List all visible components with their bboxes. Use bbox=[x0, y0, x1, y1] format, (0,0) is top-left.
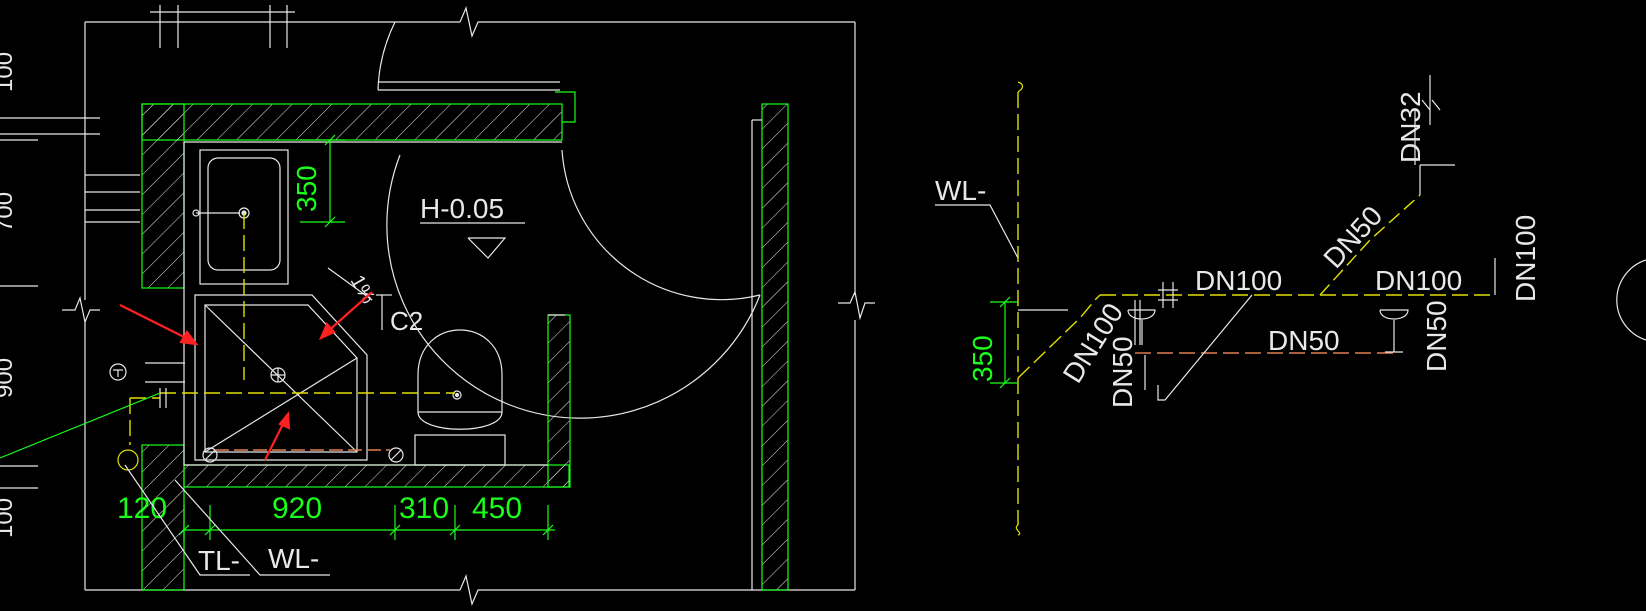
slope-label: 1% bbox=[346, 272, 380, 308]
elevation-label: H-0.05 bbox=[420, 193, 504, 224]
label-dn100-vert: DN100 bbox=[1510, 215, 1541, 302]
plan-dim-450: 450 bbox=[472, 492, 522, 525]
toilet bbox=[414, 329, 506, 466]
drain-diag-dn50 bbox=[1319, 194, 1421, 296]
hatched-walls bbox=[141, 91, 789, 591]
plan-dim-920: 920 bbox=[272, 492, 322, 525]
drain-branch-dn100 bbox=[1017, 294, 1490, 379]
sys-dim-350-lines bbox=[990, 296, 1018, 389]
outer-walls bbox=[0, 5, 875, 606]
plan-dim-350-lines bbox=[300, 134, 345, 228]
tag-leaders bbox=[124, 464, 330, 576]
label-dn50-left: DN50 bbox=[1107, 336, 1138, 408]
pipe-mark bbox=[376, 294, 392, 330]
plan-dim-310: 310 bbox=[399, 492, 449, 525]
left-dim-100-bottom: 100 bbox=[0, 498, 18, 538]
pipe-label: C2 bbox=[390, 306, 423, 336]
red-arrows bbox=[119, 291, 373, 461]
left-dim-900: 900 bbox=[0, 358, 18, 398]
edge-arc bbox=[1616, 259, 1646, 341]
label-dn100-b: DN100 bbox=[1375, 265, 1462, 296]
label-dn32: DN32 bbox=[1395, 91, 1426, 163]
shower-tray bbox=[194, 294, 404, 463]
label-dn50-diag: DN50 bbox=[1317, 200, 1388, 274]
left-dim-700: 700 bbox=[0, 192, 18, 232]
sys-dim-350: 350 bbox=[967, 335, 998, 382]
leader-line bbox=[0, 392, 161, 459]
riser-tag: WL- bbox=[935, 175, 986, 206]
plan-dim-chain-lines bbox=[178, 505, 555, 540]
plan-dim-120: 120 bbox=[117, 492, 167, 525]
elevation-marker bbox=[420, 222, 525, 259]
label-dn100-a: DN100 bbox=[1195, 265, 1282, 296]
riser-pipe bbox=[1015, 81, 1024, 536]
plan-dim-350: 350 bbox=[291, 165, 322, 212]
riser-symbols bbox=[109, 362, 185, 471]
label-dn50-right: DN50 bbox=[1421, 300, 1452, 372]
door-swing bbox=[377, 21, 761, 419]
riser-tag-leader bbox=[935, 204, 1019, 259]
floor-plan: H-0.05 1% C2 bbox=[0, 5, 875, 606]
left-dim-100-top: 100 bbox=[0, 52, 18, 92]
tag-wl: WL- bbox=[268, 543, 319, 574]
pipe-symbols bbox=[1127, 75, 1496, 401]
label-dn50-mid: DN50 bbox=[1268, 325, 1340, 356]
tag-tl: TL- bbox=[198, 545, 240, 576]
system-diagram: WL- 350 bbox=[935, 75, 1646, 536]
washbasin bbox=[192, 149, 289, 285]
